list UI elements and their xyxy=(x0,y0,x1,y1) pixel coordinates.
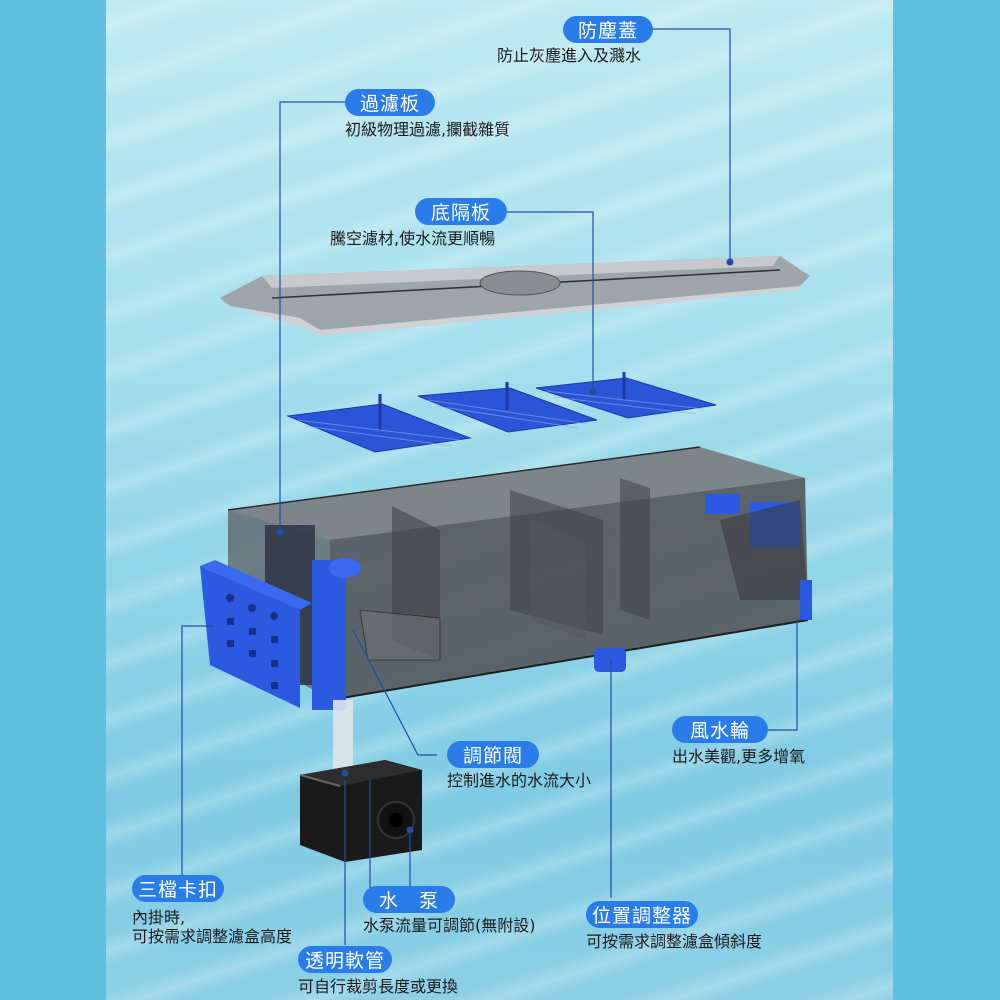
pump-label: 水 泵 xyxy=(363,886,455,913)
valve-desc: 控制進水的水流大小 xyxy=(447,771,592,790)
clip-plate-icon xyxy=(200,560,312,708)
bottom-plates-icon xyxy=(286,372,717,453)
valve-label: 調節閥 xyxy=(447,741,539,768)
bottom-plate-label: 底隔板 xyxy=(415,198,507,225)
hose-desc: 可自行裁剪長度或更換 xyxy=(298,977,459,996)
position-adjuster-label: 位置調整器 xyxy=(586,901,698,928)
clip-label: 三檔卡扣 xyxy=(132,875,224,902)
water-wheel-icon xyxy=(705,494,812,620)
clip-desc: 內掛時, 可按需求調整濾盒高度 xyxy=(132,908,293,946)
hose-icon xyxy=(333,700,353,775)
left-side-bar xyxy=(0,0,106,1000)
bottom-plate-desc: 騰空濾材,使水流更順暢 xyxy=(330,229,496,248)
dust-cover-label: 防塵蓋 xyxy=(563,16,653,43)
pump-icon xyxy=(299,760,422,862)
right-side-bar xyxy=(893,0,1000,1000)
valve-icon xyxy=(359,609,441,661)
pump-desc: 水泵流量可調節(無附設) xyxy=(363,916,536,935)
filter-plate-desc: 初級物理過濾,攔截雜質 xyxy=(345,120,511,139)
dust-cover-icon xyxy=(220,256,810,336)
hose-label: 透明軟管 xyxy=(298,946,392,973)
position-adjuster-desc: 可按需求調整濾盒傾斜度 xyxy=(586,932,763,951)
filter-plate-label: 過濾板 xyxy=(345,89,435,116)
water-wheel-label: 風水輪 xyxy=(672,716,768,743)
water-wheel-desc: 出水美觀,更多增氧 xyxy=(672,747,806,766)
dust-cover-desc: 防止灰塵進入及濺水 xyxy=(497,46,642,65)
position-adjuster-icon xyxy=(594,648,626,672)
inlet-pipe-icon xyxy=(312,560,330,710)
